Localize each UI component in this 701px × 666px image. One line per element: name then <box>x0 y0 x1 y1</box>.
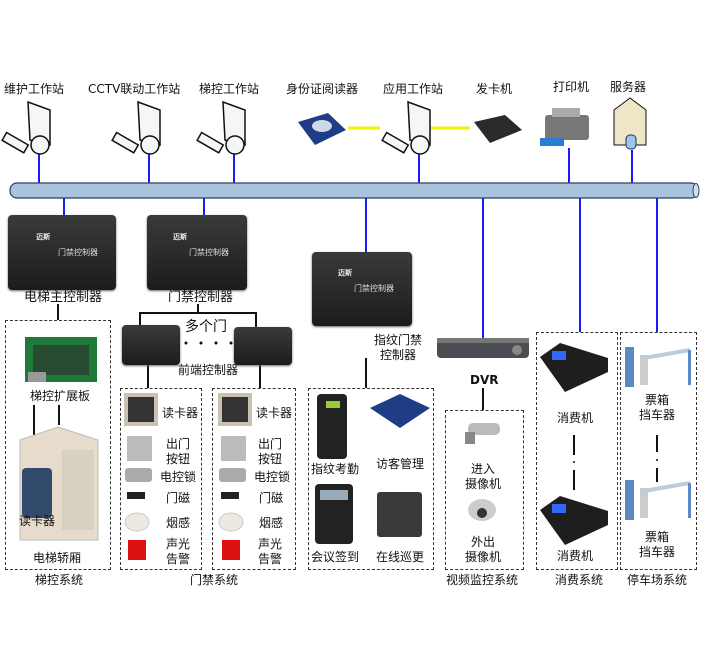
video-system-box <box>445 410 524 570</box>
pos-machine-icons <box>540 343 608 545</box>
smoke-sensor-label: 烟感 <box>166 516 191 530</box>
elevator-main-controller: 迈斯门禁控制器 <box>8 215 116 290</box>
access-device-icons <box>124 393 252 560</box>
barrier-label-2: 票箱挡车器 <box>638 530 675 559</box>
multi-door-label: 多个门 <box>185 319 227 335</box>
access-controller-label: 门禁控制器 <box>168 290 234 305</box>
consumption-system-title: 消费系统 <box>555 573 604 587</box>
card-reader-label: 读卡器 <box>162 406 199 420</box>
access-system-box-1 <box>120 388 202 570</box>
parking-system-title: 停车场系统 <box>627 573 688 587</box>
expansion-board-label: 梯控扩展板 <box>30 389 91 403</box>
front-end-controller-1 <box>122 325 180 365</box>
fingerprint-system-box <box>308 388 434 570</box>
electric-lock-label: 电控锁 <box>160 470 197 484</box>
card-issuer-label: 发卡机 <box>476 82 513 96</box>
id-reader-label: 身份证阅读器 <box>286 82 359 96</box>
maintenance-workstation-label: 维护工作站 <box>4 82 65 96</box>
barrier-icons <box>625 347 691 520</box>
fingerprint-controller: 迈斯门禁控制器 <box>312 252 412 326</box>
meeting-label: 会议签到 <box>311 550 360 564</box>
workstation-icons <box>1 100 431 155</box>
elevator-main-controller-label: 电梯主控制器 <box>24 290 103 305</box>
exit-button-label-2: 出门按钮 <box>257 437 282 466</box>
elevator-system-title: 梯控系统 <box>35 573 84 587</box>
dvr-label: DVR <box>470 373 499 387</box>
exit-button-label: 出门按钮 <box>165 437 190 466</box>
network-bus <box>9 182 699 199</box>
printer-label: 打印机 <box>553 80 590 94</box>
consumption-system-box <box>536 332 618 570</box>
fingerprint-controller-label: 指纹门禁控制器 <box>374 333 423 362</box>
camera-icons <box>465 423 500 521</box>
server-icon <box>613 97 647 150</box>
fingerprint-device-icons <box>315 394 430 544</box>
barrier-label-1: 票箱挡车器 <box>638 393 675 422</box>
visitor-label: 访客管理 <box>376 457 425 471</box>
access-system-title: 门禁系统 <box>190 573 239 587</box>
alarm-label-2: 声光告警 <box>257 537 282 566</box>
smoke-sensor-label-2: 烟感 <box>259 516 284 530</box>
dvr-icon <box>437 338 529 358</box>
id-reader-icon <box>298 113 346 145</box>
attendance-label: 指纹考勤 <box>311 462 360 476</box>
video-system-title: 视频监控系统 <box>446 573 519 587</box>
pos-machine-label-2: 消费机 <box>557 549 594 563</box>
access-controller: 迈斯门禁控制器 <box>147 215 247 290</box>
entry-camera-label: 进入摄像机 <box>464 462 501 491</box>
expansion-board-icon <box>25 337 97 382</box>
card-issuer-icon <box>474 115 522 143</box>
elevator-system-box <box>5 320 111 570</box>
electric-lock-label-2: 电控锁 <box>254 470 291 484</box>
access-system-box-2 <box>212 388 296 570</box>
cabin-label: 电梯轿厢 <box>33 551 82 565</box>
card-reader-label-2: 读卡器 <box>256 406 293 420</box>
front-end-controller-2 <box>234 327 292 365</box>
front-end-controller-label: 前端控制器 <box>178 363 239 377</box>
pos-machine-label-1: 消费机 <box>557 411 594 425</box>
elevator-cabin-icon <box>19 426 99 541</box>
application-workstation-label: 应用工作站 <box>383 82 444 96</box>
parking-system-box <box>620 332 697 570</box>
elevator-workstation-label: 梯控工作站 <box>199 82 260 96</box>
door-sensor-label: 门磁 <box>166 491 191 505</box>
alarm-label: 声光告警 <box>165 537 190 566</box>
exit-camera-label: 外出摄像机 <box>464 535 501 564</box>
patrol-label: 在线巡更 <box>376 550 425 564</box>
elevator-card-reader-label: 读卡器 <box>19 514 56 528</box>
cctv-workstation-label: CCTV联动工作站 <box>88 82 181 96</box>
printer-icon <box>540 108 589 146</box>
door-sensor-label-2: 门磁 <box>259 491 284 505</box>
server-label: 服务器 <box>610 80 647 94</box>
